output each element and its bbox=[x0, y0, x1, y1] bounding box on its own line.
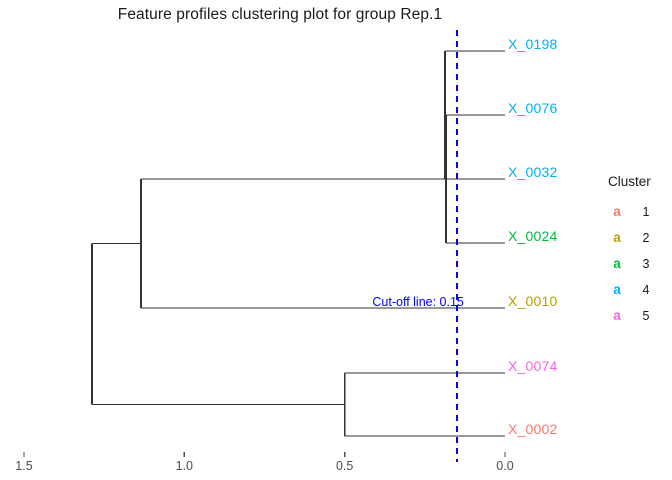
leaf-label-x_0002: X_0002 bbox=[508, 421, 558, 437]
page-title: Feature profiles clustering plot for gro… bbox=[117, 6, 443, 23]
legend-key-glyph-5: a bbox=[613, 308, 621, 323]
legend-title: Cluster bbox=[608, 174, 651, 189]
legend-value-5: 5 bbox=[642, 309, 650, 323]
legend-value-3: 3 bbox=[642, 257, 650, 271]
x-tick-label-0-5: 0.5 bbox=[335, 459, 354, 473]
cutoff-line-label: Cut-off line: 0.15 bbox=[372, 295, 464, 309]
legend-value-1: 1 bbox=[642, 205, 650, 219]
legend-value-4: 4 bbox=[642, 283, 650, 297]
leaf-label-x_0076: X_0076 bbox=[508, 100, 558, 116]
legend-key-glyph-3: a bbox=[613, 256, 621, 271]
leaf-label-x_0032: X_0032 bbox=[508, 164, 558, 180]
legend-key-glyph-2: a bbox=[613, 230, 621, 245]
x-tick-label-1-5: 1.5 bbox=[15, 459, 33, 473]
leaf-label-x_0198: X_0198 bbox=[508, 36, 558, 52]
x-tick-label-1-0: 1.0 bbox=[175, 459, 194, 473]
leaf-label-x_0074: X_0074 bbox=[508, 358, 558, 374]
legend-key-glyph-4: a bbox=[613, 282, 621, 297]
leaf-label-x_0010: X_0010 bbox=[508, 293, 558, 309]
leaf-label-x_0024: X_0024 bbox=[508, 228, 558, 244]
x-tick-label-0-0: 0.0 bbox=[496, 459, 514, 473]
legend-key-glyph-1: a bbox=[613, 204, 621, 219]
legend-value-2: 2 bbox=[642, 231, 650, 245]
